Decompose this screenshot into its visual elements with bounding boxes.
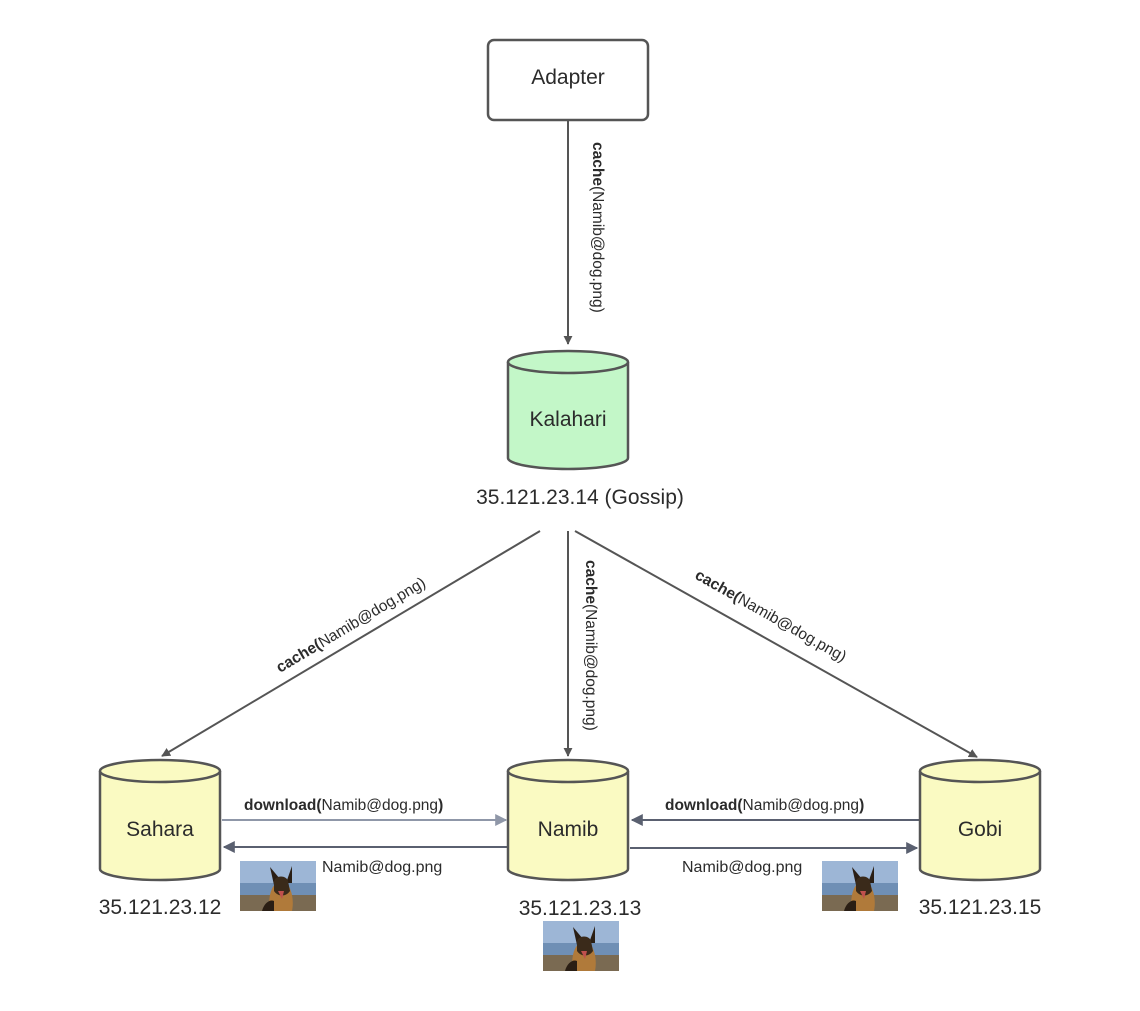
edge-label-rest: (Namib@dog.png) (582, 604, 599, 731)
edge-label-rest: (Namib@dog.png) (589, 186, 606, 313)
edge-label-sahara-namib-download: download(Namib@dog.png) (244, 797, 443, 814)
adapter-node: Adapter (486, 38, 650, 122)
namib-ip: 35.121.23.13 (519, 897, 642, 920)
gobi-node: Gobi (918, 758, 1042, 882)
sahara-node: Sahara (98, 758, 222, 882)
namib-label: Namib (538, 818, 599, 841)
edge-label-bold: cache( (273, 636, 325, 676)
dog-photo-icon (240, 861, 316, 911)
edge-label-bold: cache (582, 560, 599, 604)
edge-label-kalahari-namib: cache(Namib@dog.png) (582, 560, 599, 731)
kalahari-ip: 35.121.23.14 (Gossip) (476, 486, 684, 509)
edge-label-gobi-namib-download: download(Namib@dog.png) (665, 797, 864, 814)
edge-kalahari-sahara (161, 530, 541, 757)
edge-label-rest: Namib@dog.png) (316, 574, 429, 651)
edge-label-rest: Namib@dog.png (322, 797, 439, 814)
sahara-label: Sahara (126, 818, 194, 841)
sahara-ip: 35.121.23.12 (99, 896, 222, 919)
edge-label-bold: cache (589, 142, 606, 186)
edge-label-rest: Namib@dog.png (743, 797, 860, 814)
gobi-ip: 35.121.23.15 (919, 896, 1042, 919)
edge-label-namib-sahara-file: Namib@dog.png (322, 859, 442, 876)
dog-photo-icon (543, 921, 619, 971)
edge-label-namib-gobi-file: Namib@dog.png (682, 859, 802, 876)
edge-kalahari-gobi (574, 530, 978, 758)
edge-label-adapter-kalahari: cache(Namib@dog.png) (589, 142, 606, 313)
gobi-label: Gobi (958, 818, 1002, 841)
dog-photo-icon (822, 861, 898, 911)
edge-label-kalahari-sahara: cache(Namib@dog.png) (273, 574, 428, 676)
edge-label-bold-end: ) (859, 797, 864, 814)
edge-label-kalahari-gobi: cache(Namib@dog.png) (692, 567, 849, 666)
kalahari-label: Kalahari (529, 408, 606, 431)
edge-label-bold: download( (244, 797, 322, 814)
edge-label-bold-end: ) (438, 797, 443, 814)
edge-label-rest: Namib@dog.png) (735, 591, 849, 666)
edge-label-bold: download( (665, 797, 743, 814)
kalahari-node: Kalahari (506, 349, 630, 471)
namib-node: Namib (506, 758, 630, 882)
adapter-label: Adapter (531, 66, 605, 89)
